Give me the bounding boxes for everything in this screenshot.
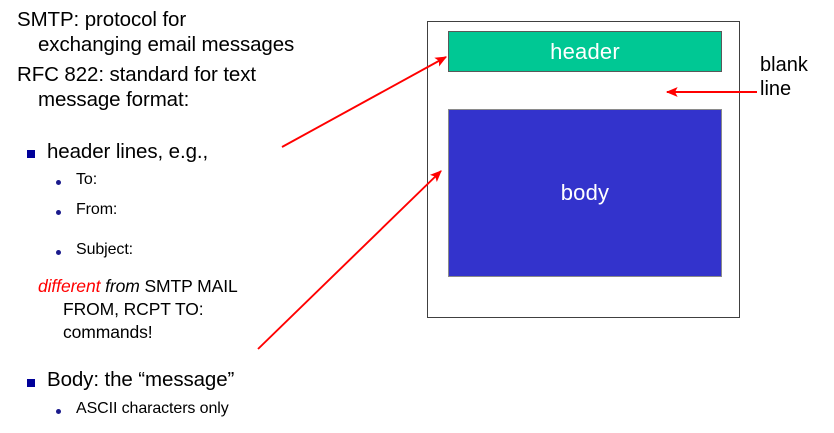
- text-line-header-lines: header lines, e.g.,: [47, 140, 209, 163]
- text-line-to: To:: [76, 171, 98, 188]
- text-line-smtp-protocol: SMTP: protocol for: [17, 8, 187, 31]
- header-box-label: header: [550, 38, 620, 64]
- blank-line-label-word2: line: [760, 78, 792, 100]
- text-line-rfc822-standard: RFC 822: standard for text: [17, 63, 256, 86]
- text-line-message-format: message format:: [38, 88, 190, 111]
- square-bullet-icon: [27, 379, 35, 387]
- square-bullet-icon: [27, 150, 35, 158]
- round-bullet-icon: [56, 180, 61, 185]
- left-text-column: SMTP: protocol for exchanging email mess…: [17, 8, 295, 417]
- text-line-subject: Subject:: [76, 241, 134, 258]
- body-box-label: body: [560, 180, 610, 205]
- text-line-different-from-smtp-mail: different from SMTP MAIL: [38, 276, 238, 296]
- round-bullet-icon: [56, 210, 61, 215]
- blank-line-label-word1: blank: [760, 54, 808, 76]
- text-line-from: From:: [76, 201, 118, 218]
- text-line-body-the-message: Body: the “message”: [47, 368, 235, 391]
- text-smtp-mail: SMTP MAIL: [144, 276, 238, 296]
- text-line-commands: commands!: [63, 322, 153, 342]
- round-bullet-icon: [56, 409, 61, 414]
- emphasis-from: from: [105, 276, 140, 296]
- body-box: body: [448, 109, 722, 277]
- text-line-ascii-characters-only: ASCII characters only: [76, 400, 229, 417]
- emphasis-different: different: [38, 276, 101, 296]
- text-line-exchanging-email-messages: exchanging email messages: [38, 33, 295, 56]
- blank-line-annotation: blank line: [760, 53, 808, 101]
- text-line-from-rcpt-to: FROM, RCPT TO:: [63, 299, 204, 319]
- round-bullet-icon: [56, 250, 61, 255]
- header-box: header: [448, 31, 722, 72]
